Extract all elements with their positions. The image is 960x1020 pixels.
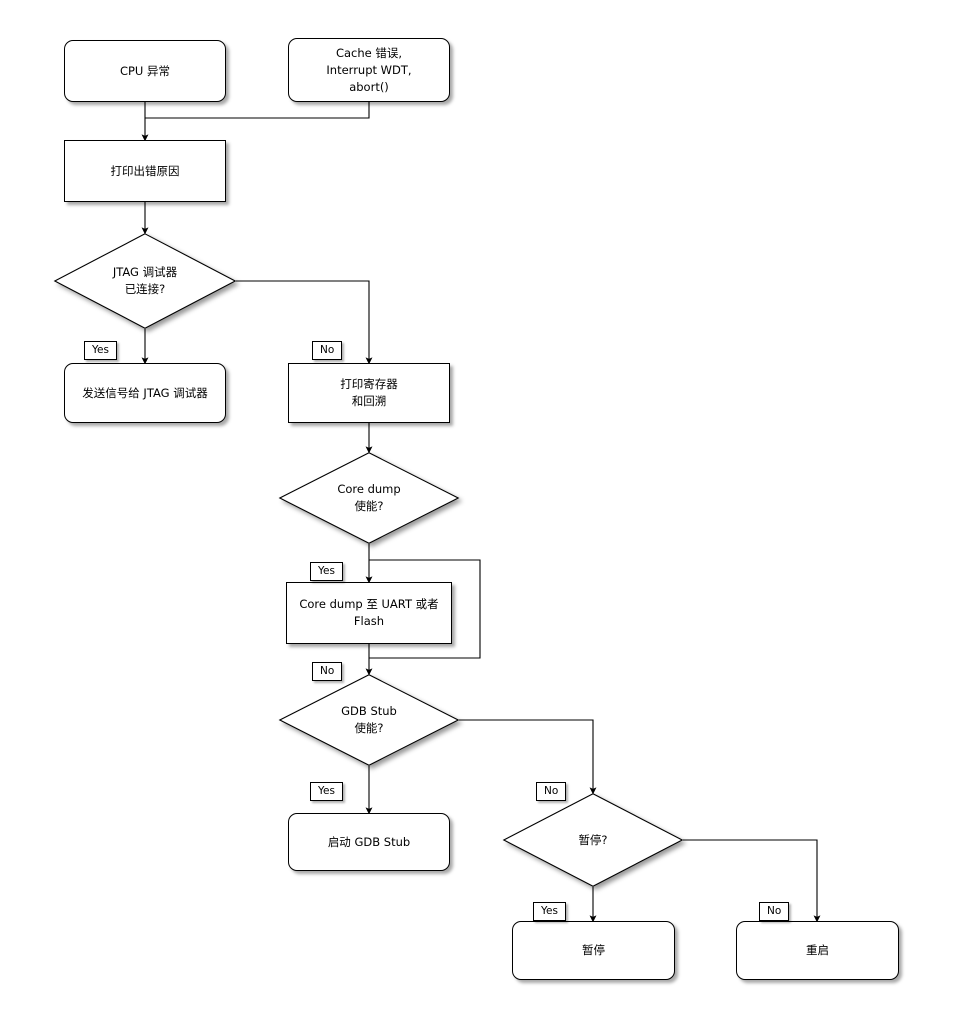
wire-gdb-no [459, 719, 597, 795]
node-cache-error[interactable]: Cache 错误, Interrupt WDT, abort() [288, 38, 450, 102]
edge-label-coredump-yes: Yes [310, 562, 343, 581]
node-print-reason-label: 打印出错原因 [110, 163, 180, 178]
edge-label-jtag-no: No [312, 341, 343, 360]
node-halt-label: 暂停 [582, 943, 605, 957]
node-coredump-enabled-label: Core dump 使能? [337, 482, 401, 513]
edge-label-halt-no: No [759, 902, 790, 921]
wire-haltq-no [683, 839, 821, 923]
node-halt-decision[interactable]: 暂停? [502, 793, 684, 887]
edge-label-gdbstub-yes: Yes [310, 782, 343, 801]
node-jtag-connected-label: JTAG 调试器 已连接? [112, 265, 178, 296]
edge-label-jtag-yes: Yes [84, 341, 117, 360]
node-coredump-enabled[interactable]: Core dump 使能? [278, 452, 460, 544]
edge-label-coredump-no: No [312, 662, 343, 681]
edge-label-halt-yes: Yes [533, 902, 566, 921]
node-print-reason[interactable]: 打印出错原因 [64, 140, 226, 202]
node-coredump-write[interactable]: Core dump 至 UART 或者 Flash [286, 582, 452, 644]
node-halt-decision-label: 暂停? [578, 832, 608, 847]
node-signal-jtag[interactable]: 发送信号给 JTAG 调试器 [64, 363, 226, 423]
node-gdbstub-enabled-label: GDB Stub 使能? [341, 704, 397, 735]
wire-jtag-no [236, 280, 373, 365]
node-coredump-write-label: Core dump 至 UART 或者 Flash [299, 597, 439, 628]
node-cache-error-label: Cache 错误, Interrupt WDT, abort() [326, 45, 412, 94]
node-print-registers-label: 打印寄存器 和回溯 [340, 377, 398, 408]
edge-label-gdbstub-no: No [536, 782, 567, 801]
node-start-gdbstub-label: 启动 GDB Stub [327, 834, 411, 849]
node-reboot[interactable]: 重启 [736, 921, 899, 980]
node-gdbstub-enabled[interactable]: GDB Stub 使能? [278, 674, 460, 766]
node-signal-jtag-label: 发送信号给 JTAG 调试器 [82, 385, 208, 400]
node-print-registers[interactable]: 打印寄存器 和回溯 [288, 363, 450, 423]
node-cpu-exception[interactable]: CPU 异常 [64, 40, 226, 102]
node-cpu-exception-label: CPU 异常 [119, 63, 171, 78]
wire-cache-to-bus [145, 102, 370, 119]
diamond-shape-coredump [278, 452, 460, 544]
node-jtag-connected[interactable]: JTAG 调试器 已连接? [53, 233, 237, 329]
diamond-shape-halt [502, 793, 684, 887]
diamond-shape-jtag [53, 233, 237, 329]
node-reboot-label: 重启 [806, 943, 829, 957]
diamond-shape-gdbstub [278, 674, 460, 766]
node-halt[interactable]: 暂停 [512, 921, 675, 980]
node-start-gdbstub[interactable]: 启动 GDB Stub [288, 813, 450, 871]
